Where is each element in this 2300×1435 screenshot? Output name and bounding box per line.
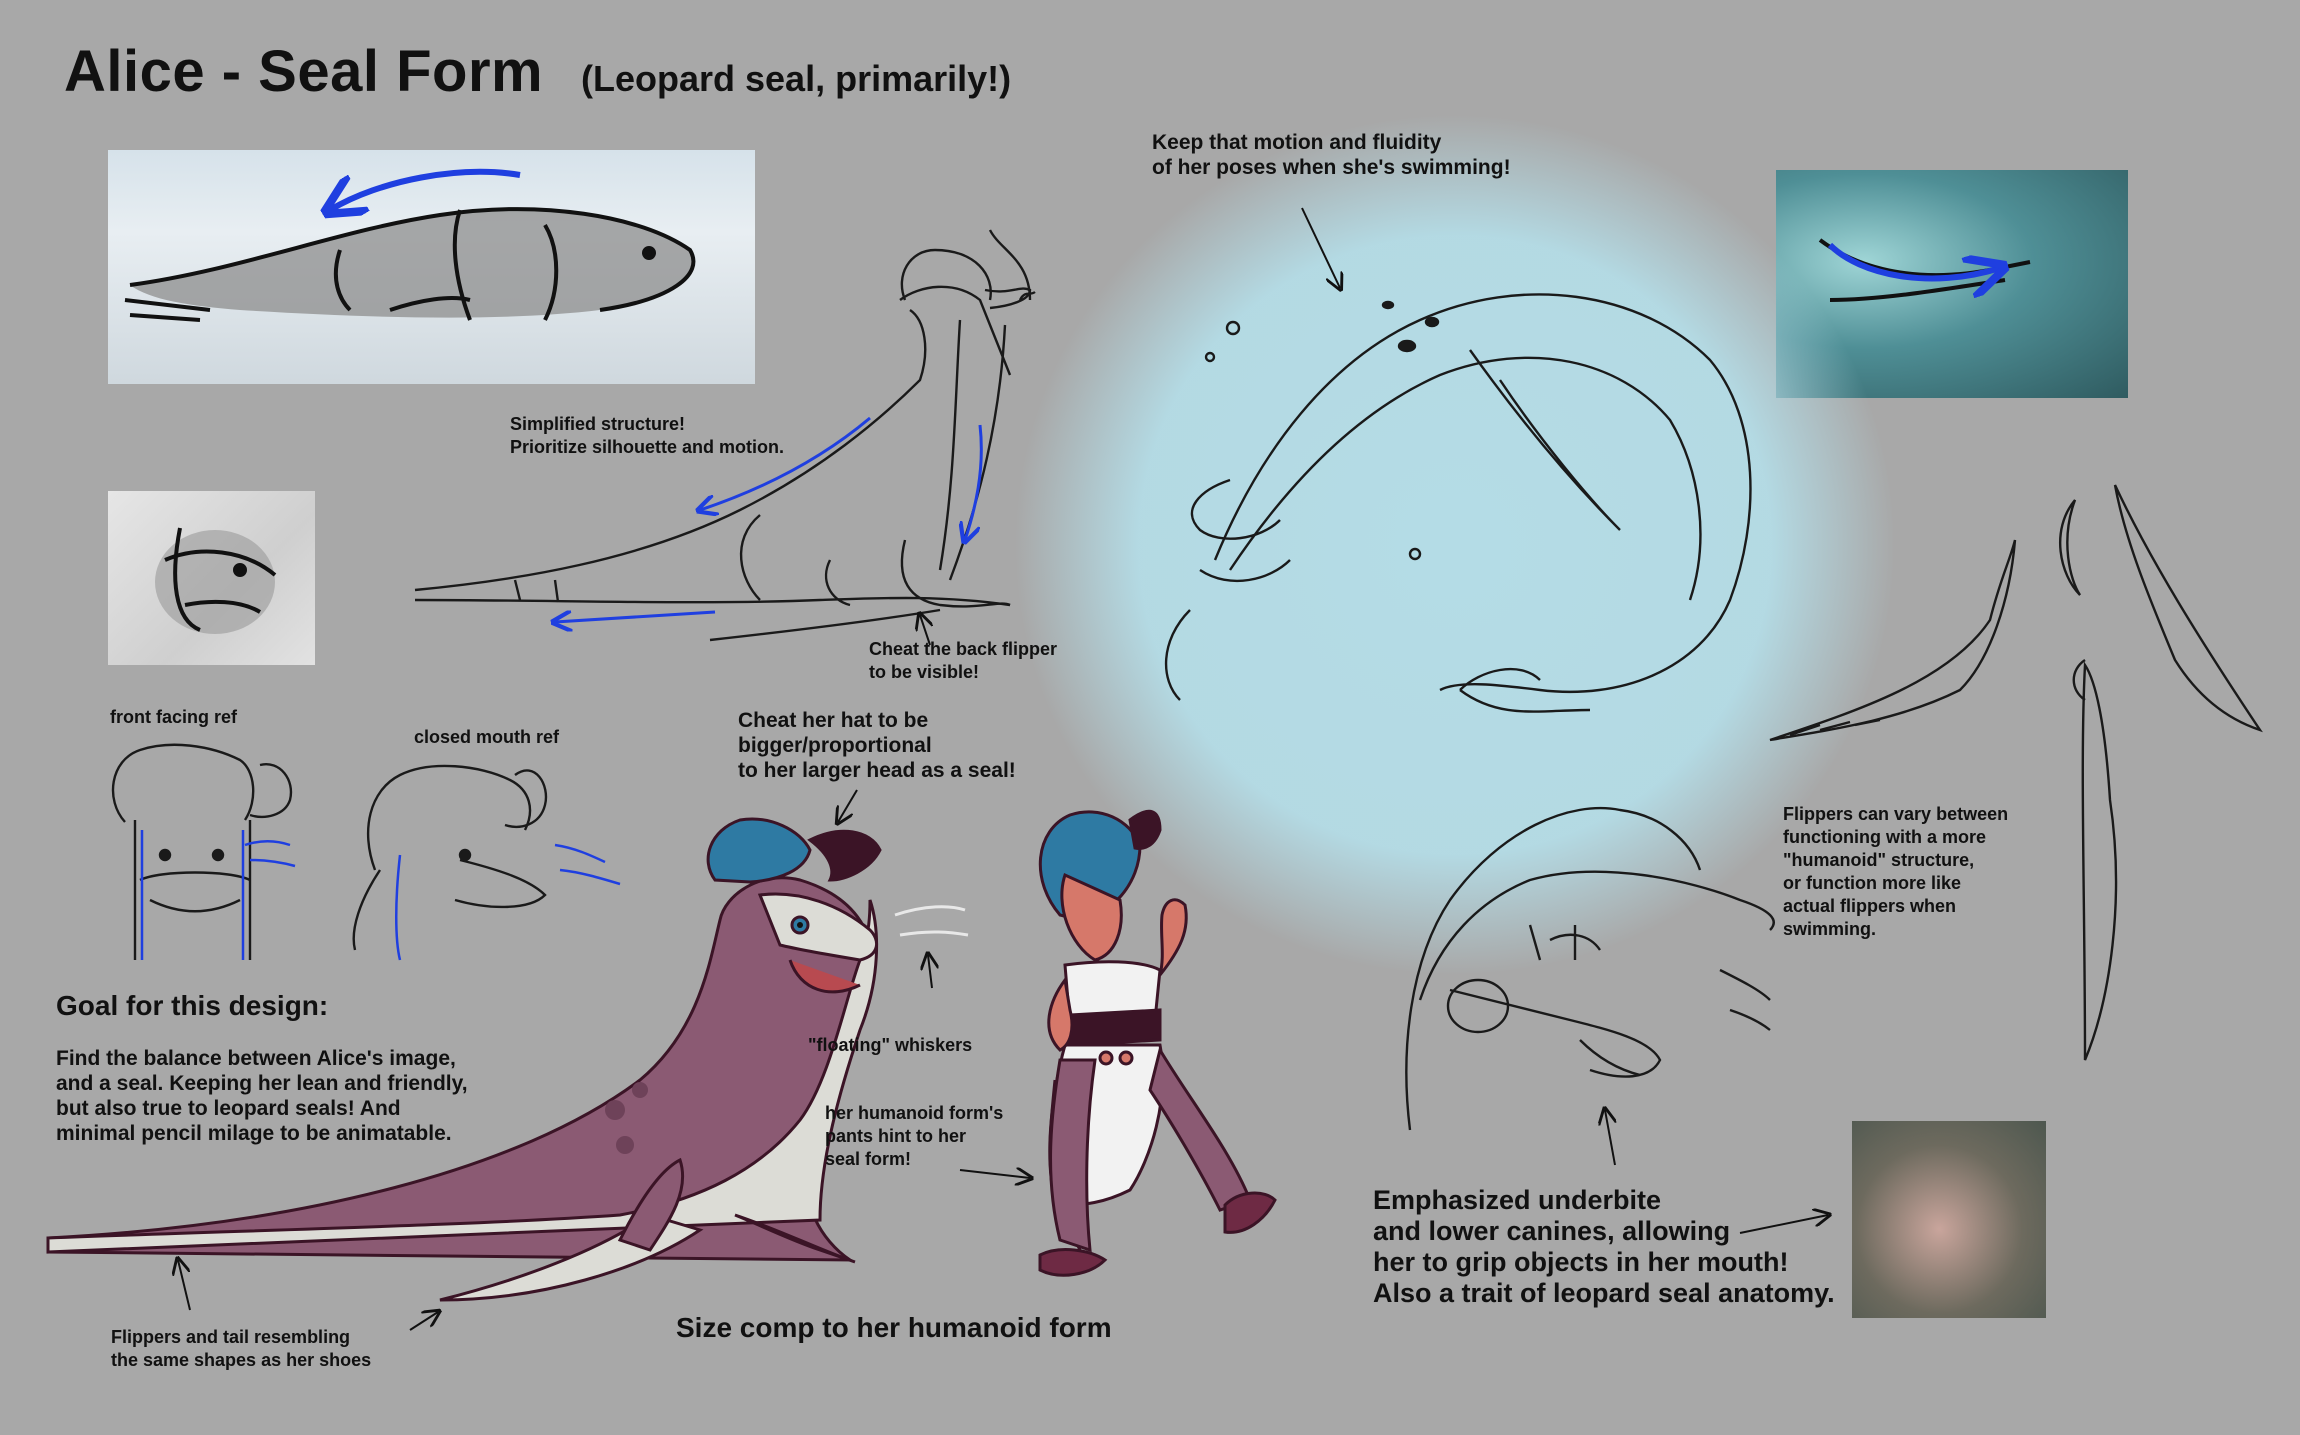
note-whiskers: "floating" whiskers (808, 1035, 973, 1055)
swimming-seal-sketch (1164, 293, 1752, 713)
reference-photo-seal-face (108, 491, 315, 665)
front-facing-ref-sketch (111, 743, 293, 960)
flipper-study-sketches (1769, 484, 2263, 1061)
note-tail: Flippers and tail resembling the same sh… (111, 1327, 372, 1370)
caption-size-comp: Size comp to her humanoid form (676, 1312, 1112, 1343)
motion-arrow-icon (965, 424, 983, 540)
reference-photo-seal-mouth (1852, 1121, 2046, 1318)
closed-mouth-ref-sketch (352, 764, 548, 951)
swim-glow (1015, 115, 1895, 975)
note-flippers-vary: Flippers can vary between functioning wi… (1783, 804, 2009, 939)
label-front-facing-ref: front facing ref (110, 707, 238, 727)
humanoid-alice-colored (1038, 809, 1277, 1277)
reference-photo-resting-seal (108, 150, 755, 384)
goal-heading: Goal for this design: (56, 990, 329, 1021)
sheet-subtitle: (Leopard seal, primarily!) (581, 58, 1012, 99)
underbite-head-sketch (1405, 806, 1775, 1131)
note-hat: Cheat her hat to be bigger/proportional … (738, 709, 1016, 782)
note-underbite: Emphasized underbite and lower canines, … (1373, 1185, 1835, 1308)
note-pants: her humanoid form's pants hint to her se… (825, 1103, 1004, 1169)
front-ref-blue-marks (140, 830, 296, 960)
note-simplified: Simplified structure! Prioritize silhoue… (510, 414, 785, 457)
sheet-title: Alice - Seal Form (64, 39, 544, 104)
reference-photo-swimming-seal (1776, 170, 2128, 398)
floating-whiskers (894, 905, 969, 937)
closed-ref-blue-marks (395, 843, 621, 961)
motion-arrow-icon (555, 612, 716, 622)
note-back-flipper: Cheat the back flipper to be visible! (869, 639, 1058, 682)
goal-body: Find the balance between Alice's image, … (56, 1047, 468, 1145)
label-closed-mouth-ref: closed mouth ref (414, 727, 560, 747)
note-motion: Keep that motion and fluidity of her pos… (1152, 131, 1511, 179)
